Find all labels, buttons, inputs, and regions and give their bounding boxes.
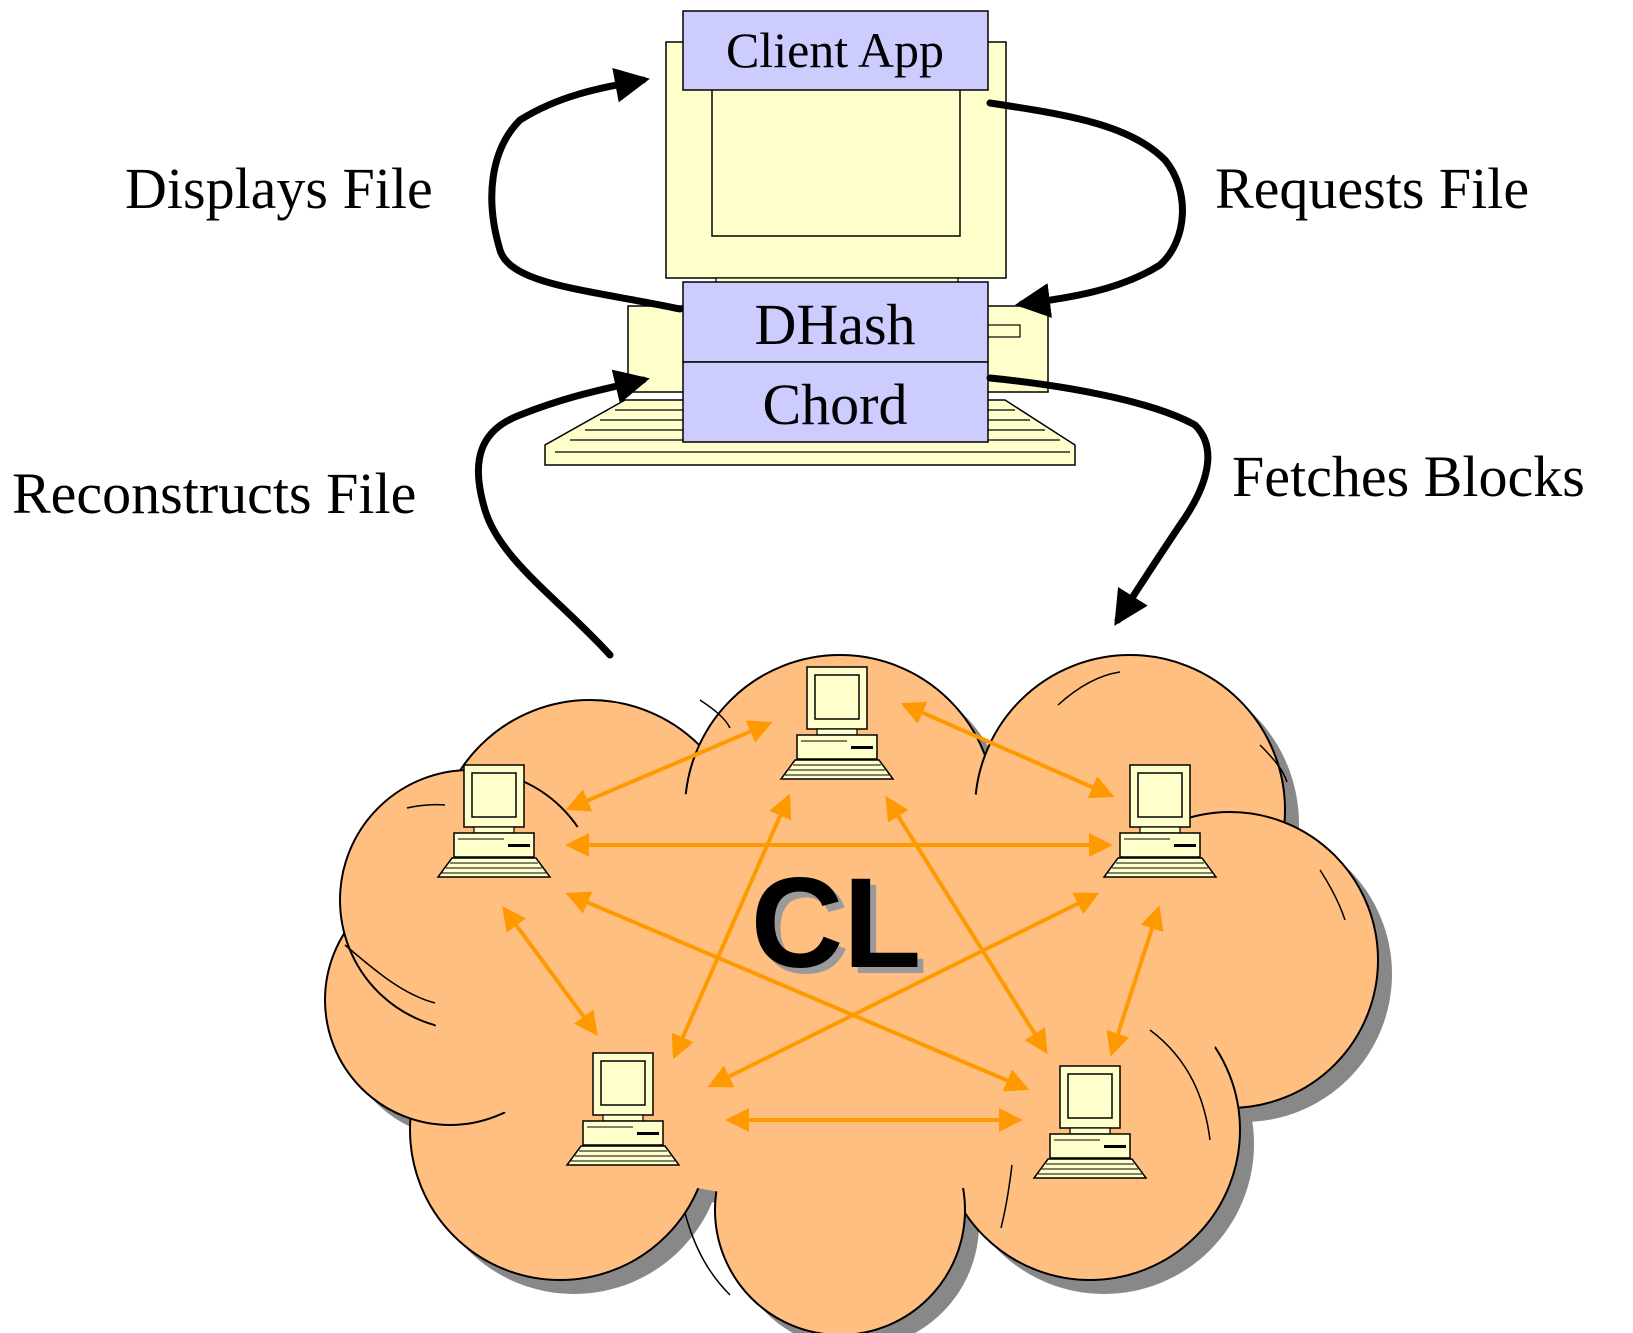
reconstructs-file-arrow xyxy=(475,369,650,659)
layer-dhash: DHash xyxy=(682,281,989,363)
fetches-blocks-label: Fetches Blocks xyxy=(1232,444,1585,509)
client-monitor-screen xyxy=(711,83,961,237)
dhash-label: DHash xyxy=(754,292,915,357)
peer-link-right-bottomright xyxy=(1106,905,1164,1057)
peer-links xyxy=(502,701,1164,1132)
requests-file-arrow xyxy=(986,99,1186,318)
peer-link-top-right xyxy=(900,701,1115,799)
fetches-blocks-arrow xyxy=(986,374,1212,626)
displays-file-label: Displays File xyxy=(125,156,433,221)
cloud-label-shadow: CL xyxy=(757,858,928,1001)
peer-link-left-bottomleft xyxy=(502,906,598,1036)
layer-client-app: Client App xyxy=(682,10,989,91)
peer-link-top-left xyxy=(565,720,773,812)
peer-link-right-bottomleft xyxy=(707,892,1100,1088)
layer-chord: Chord xyxy=(682,361,989,443)
requests-file-label: Requests File xyxy=(1215,156,1529,221)
chord-label: Chord xyxy=(763,372,908,437)
reconstructs-file-label: Reconstructs File xyxy=(12,461,416,526)
client-app-label: Client App xyxy=(726,22,944,78)
displays-file-arrow xyxy=(488,67,684,313)
cloud-label: CL xyxy=(751,852,922,995)
